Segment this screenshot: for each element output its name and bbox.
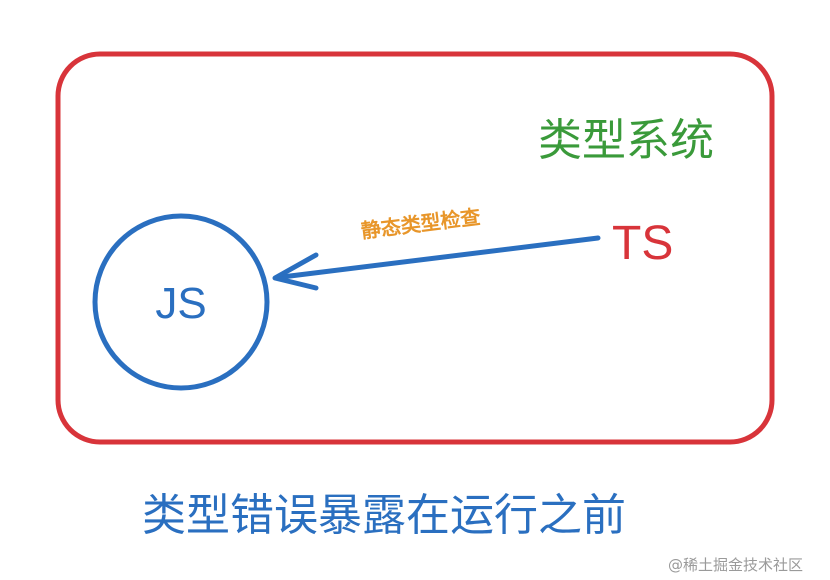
caption-text: 类型错误暴露在运行之前 [142, 490, 626, 541]
check-arrow-line [279, 235, 601, 280]
js-node-label: JS [155, 279, 206, 328]
check-arrow-head-icon [272, 252, 319, 291]
static-type-check-label: 静态类型检查 [360, 205, 482, 243]
watermark-text: @稀土掘金技术社区 [668, 556, 803, 574]
js-node [92, 213, 270, 391]
ts-node-label: TS [612, 217, 673, 270]
type-system-label: 类型系统 [538, 115, 714, 166]
type-system-container [55, 51, 775, 445]
